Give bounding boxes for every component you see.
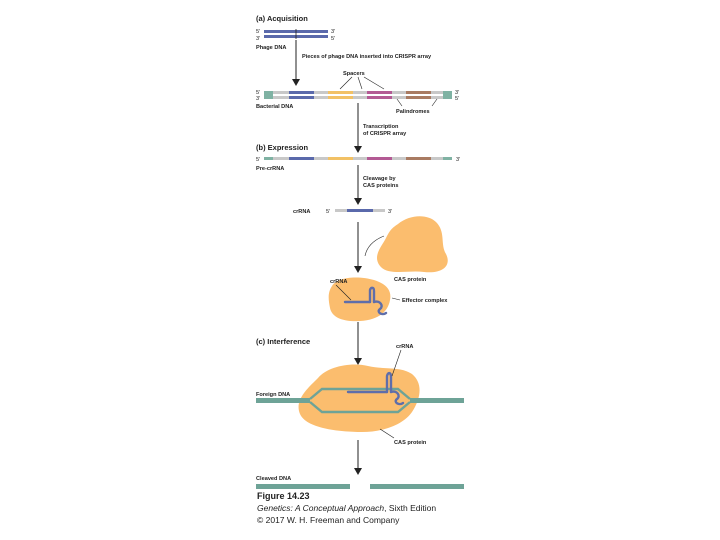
interference-crrna (346, 371, 405, 406)
effector-crrna (343, 286, 388, 316)
pre-crrna-label: Pre-crRNA (256, 166, 284, 172)
cas-pointer (364, 235, 385, 257)
acquisition-heading: (a) Acquisition (256, 14, 308, 23)
expression-heading: (b) Expression (256, 143, 309, 152)
interference-cas-pointer (379, 428, 395, 439)
phage-three-label: 3′ (256, 36, 260, 42)
interference-cas-shape (298, 364, 420, 432)
cas-protein-shape (376, 216, 448, 273)
crrna-label: crRNA (293, 209, 310, 215)
figure-number: Figure 14.23 (257, 491, 310, 501)
phage-dna-strands (264, 29, 328, 39)
figure-source: Genetics: A Conceptual Approach, Sixth E… (257, 503, 436, 513)
transcription-label-2: of CRISPR array (363, 131, 407, 137)
interference-crrna-label: crRNA (396, 344, 413, 350)
complex-crrna-label: crRNA (330, 279, 347, 285)
bact-three-right-label: 3′ (455, 90, 459, 96)
spacers-label: Spacers (343, 71, 365, 77)
bact-five-right-label: 5′ (455, 96, 459, 102)
effector-complex-shape (328, 277, 391, 322)
bacterial-dna-label: Bacterial DNA (256, 104, 293, 110)
cas-protein-label: CAS protein (394, 277, 427, 283)
phage-dna-label: Phage DNA (256, 45, 286, 51)
book-edition: , Sixth Edition (384, 503, 437, 513)
foreign-dna (256, 387, 464, 414)
transcription-label-1: Transcription (363, 124, 399, 130)
spacer-pointers (339, 76, 385, 90)
pre-three-label: 3′ (456, 157, 460, 163)
cleavage-label-2: CAS proteins (363, 183, 398, 189)
phage-five-label: 5′ (256, 29, 260, 35)
figure-copyright: © 2017 W. H. Freeman and Company (257, 515, 400, 525)
foreign-dna-label: Foreign DNA (256, 392, 290, 398)
cleaved-dna (256, 484, 464, 489)
pre-five-label: 5′ (256, 157, 260, 163)
mature-crrna (335, 209, 385, 212)
pre-crrna-strand (264, 157, 452, 160)
crrna-three-label: 3′ (388, 209, 392, 215)
crrna-five-label: 5′ (326, 209, 330, 215)
bact-three-label: 3′ (256, 96, 260, 102)
phage-five-right-label: 5′ (331, 36, 335, 42)
interference-cas-label: CAS protein (394, 440, 427, 446)
interference-crrna-pointer (391, 349, 402, 377)
effector-complex-label: Effector complex (402, 298, 448, 304)
book-title: Genetics: A Conceptual Approach (257, 503, 385, 513)
effector-pointer (391, 297, 401, 301)
complex-crrna-pointer (335, 284, 352, 301)
bacterial-dna-array (264, 91, 452, 99)
interference-heading: (c) Interference (256, 337, 310, 346)
bact-five-label: 5′ (256, 90, 260, 96)
cleavage-label-1: Cleavage by (363, 176, 397, 182)
palindrome-pointers (396, 98, 438, 107)
insertion-step-label: Pieces of phage DNA inserted into CRISPR… (302, 54, 432, 60)
palindromes-label: Palindromes (396, 109, 430, 115)
phage-three-right-label: 3′ (331, 29, 335, 35)
cleaved-dna-label: Cleaved DNA (256, 476, 291, 482)
